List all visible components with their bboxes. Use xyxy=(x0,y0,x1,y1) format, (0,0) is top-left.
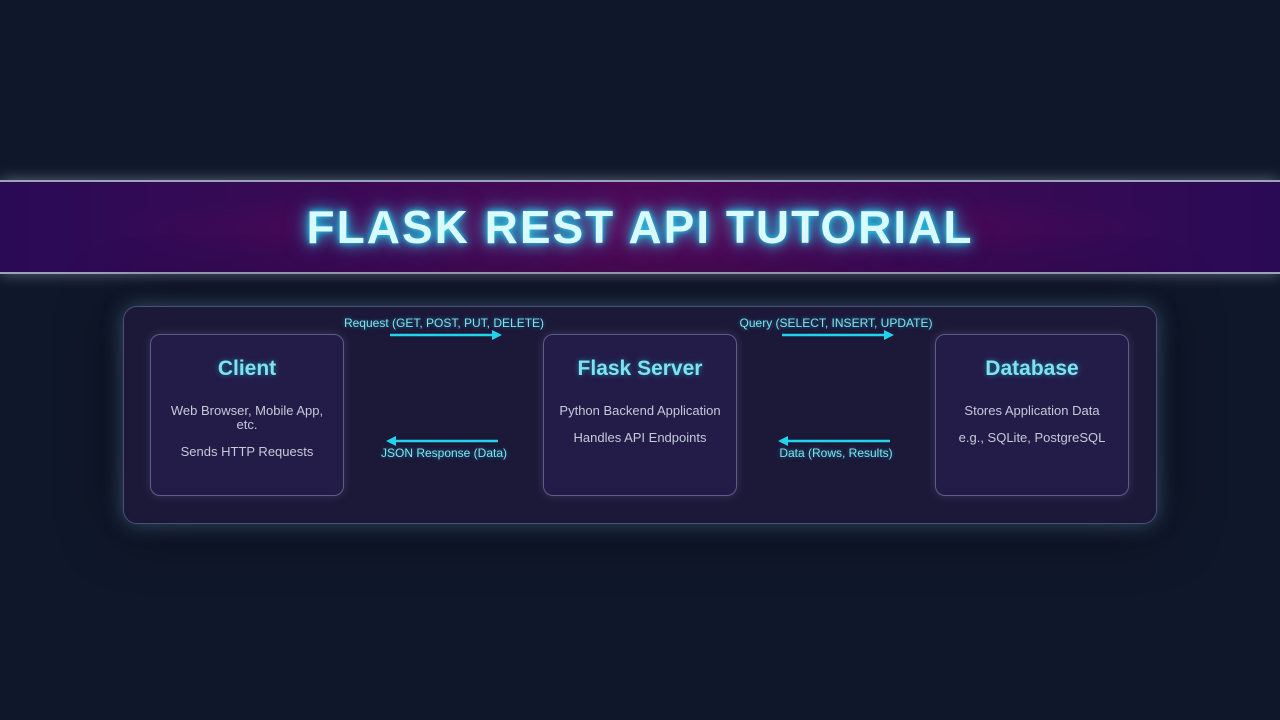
server-node: Flask Server Python Backend Application … xyxy=(543,334,737,496)
server-title: Flask Server xyxy=(577,357,703,380)
client-node: Client Web Browser, Mobile App, etc. Sen… xyxy=(150,334,344,496)
client-title: Client xyxy=(217,357,277,380)
query-arrow xyxy=(782,330,894,340)
database-node: Database Stores Application Data e.g., S… xyxy=(935,334,1129,496)
database-title: Database xyxy=(985,357,1079,380)
server-description: Python Backend Application xyxy=(559,403,721,418)
data-label: Data (Rows, Results) xyxy=(779,446,893,460)
page-title: FLASK REST API TUTORIAL xyxy=(306,201,974,253)
request-arrow xyxy=(390,330,502,340)
data-arrow xyxy=(778,436,890,446)
response-label: JSON Response (Data) xyxy=(380,446,508,460)
database-examples: e.g., SQLite, PostgreSQL xyxy=(958,430,1106,445)
client-description: Web Browser, Mobile App, etc. xyxy=(170,403,324,432)
request-label: Request (GET, POST, PUT, DELETE) xyxy=(343,316,545,330)
response-arrow xyxy=(386,436,498,446)
title-banner: FLASK REST API TUTORIAL xyxy=(0,180,1280,274)
client-role: Sends HTTP Requests xyxy=(180,444,314,459)
database-description: Stores Application Data xyxy=(964,403,1100,418)
query-label: Query (SELECT, INSERT, UPDATE) xyxy=(739,316,933,330)
server-role: Handles API Endpoints xyxy=(573,430,707,445)
